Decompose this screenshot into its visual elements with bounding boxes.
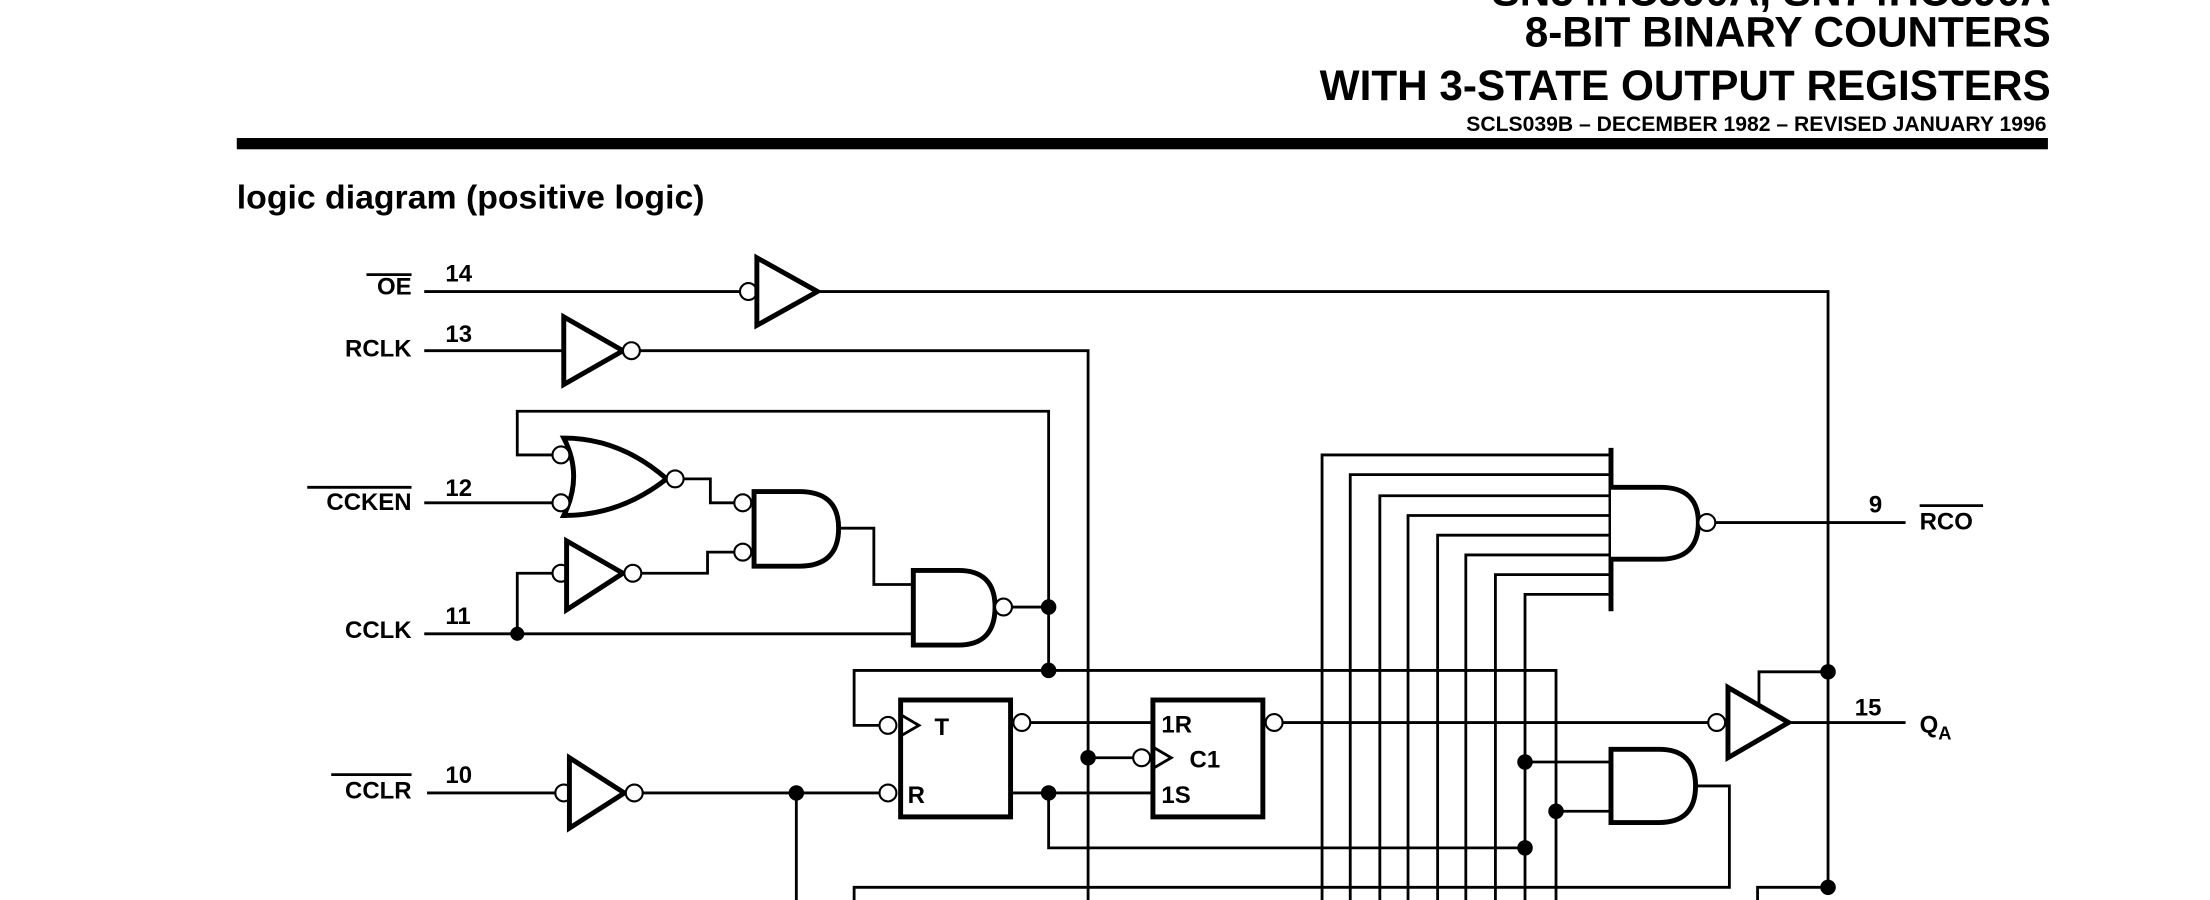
oe-enable-line xyxy=(817,290,1830,888)
cclk-input: CCLK 11 xyxy=(345,536,914,644)
ff-r-label: R xyxy=(908,782,925,809)
rco-output: 9 RCO xyxy=(1869,492,1984,536)
rclk-inverter-gate xyxy=(561,312,628,389)
reg-1r-label: 1R xyxy=(1161,711,1192,738)
rco-input-bus xyxy=(1320,447,1614,900)
rclk-input: RCLK 13 xyxy=(345,312,1090,900)
oe-buffer-gate xyxy=(754,253,823,330)
header-title-line1: SN54HC590A, SN74HC590A xyxy=(1492,0,2051,15)
cclr-inverter-gate xyxy=(566,753,629,833)
qa-subscript: A xyxy=(1938,722,1951,743)
counter-clock-bus xyxy=(852,669,1558,900)
reg-clock-bubble xyxy=(1132,748,1152,768)
qa-output-buffer xyxy=(1707,683,1794,763)
qa-output: 15 QA xyxy=(1855,695,1952,744)
ff-q-bar-bubble xyxy=(1012,713,1032,733)
rclk-label: RCLK xyxy=(345,335,412,362)
ff-t-label: T xyxy=(934,714,949,741)
nand-output-bubble xyxy=(994,597,1014,617)
or-input-bubble-2 xyxy=(551,493,571,513)
or-output-bubble xyxy=(665,469,685,489)
ripple-and-gate xyxy=(1608,746,1699,825)
qa-buffer-gate xyxy=(1725,683,1794,763)
rco-nand-gate xyxy=(1610,484,1717,562)
enable-and-gate xyxy=(733,489,842,569)
rclk-line xyxy=(639,349,1090,900)
cclk-pin-number: 11 xyxy=(445,603,470,630)
oe-buffer-bubble xyxy=(738,282,758,302)
header-rule xyxy=(236,138,2048,150)
clock-nand-gate xyxy=(910,567,1014,648)
header-doc-ref: SCLS039B – DECEMBER 1982 – REVISED JANUA… xyxy=(1466,113,2046,136)
cclk-inverter-gate xyxy=(564,536,628,615)
section-title: logic diagram (positive logic) xyxy=(237,178,705,216)
rco-label: RCO xyxy=(1920,509,1973,536)
counter-flipflop: T R xyxy=(878,697,1032,820)
cclr-input: CCLR 10 xyxy=(331,753,880,900)
ccken-pin-number: 12 xyxy=(445,475,472,502)
header-title-line3: WITH 3-STATE OUTPUT REGISTERS xyxy=(1320,62,2051,109)
rco-nand-bubble xyxy=(1697,513,1717,533)
oe-pin-number: 14 xyxy=(445,261,472,288)
cclk-inverter-out-bubble xyxy=(623,563,643,583)
cclr-pin-number: 10 xyxy=(445,762,472,789)
and-input-bubble-1 xyxy=(733,493,753,513)
feedback-line xyxy=(515,409,1051,609)
qa-label: QA xyxy=(1920,711,1952,743)
cclr-label: CCLR xyxy=(345,778,412,805)
oe-input: OE 14 xyxy=(366,253,1830,888)
rco-pin-number: 9 xyxy=(1869,492,1882,519)
cclk-label: CCLK xyxy=(345,617,412,644)
ccken-or-gate xyxy=(551,435,685,518)
ccken-label: CCKEN xyxy=(326,489,411,516)
reg-1s-label: 1S xyxy=(1161,782,1190,809)
header-title-line2: 8-BIT BINARY COUNTERS xyxy=(1525,8,2051,55)
register-flipflop: 1R C1 1S xyxy=(1132,697,1284,820)
and-input-bubble-2 xyxy=(733,542,753,562)
rclk-inverter-bubble xyxy=(621,341,641,361)
reg-q-bar-bubble xyxy=(1264,713,1284,733)
ff-clock-bubble xyxy=(878,715,898,735)
qa-pin-number: 15 xyxy=(1855,695,1882,722)
ff-reset-bubble xyxy=(878,783,898,803)
ccken-input: CCKEN 12 xyxy=(307,475,553,516)
oe-label: OE xyxy=(377,273,412,300)
qa-buffer-bubble xyxy=(1707,713,1727,733)
rclk-pin-number: 13 xyxy=(445,321,472,348)
or-input-bubble-1 xyxy=(551,445,571,465)
cclr-inverter-out-bubble xyxy=(624,783,644,803)
reg-c1-label: C1 xyxy=(1190,747,1221,774)
